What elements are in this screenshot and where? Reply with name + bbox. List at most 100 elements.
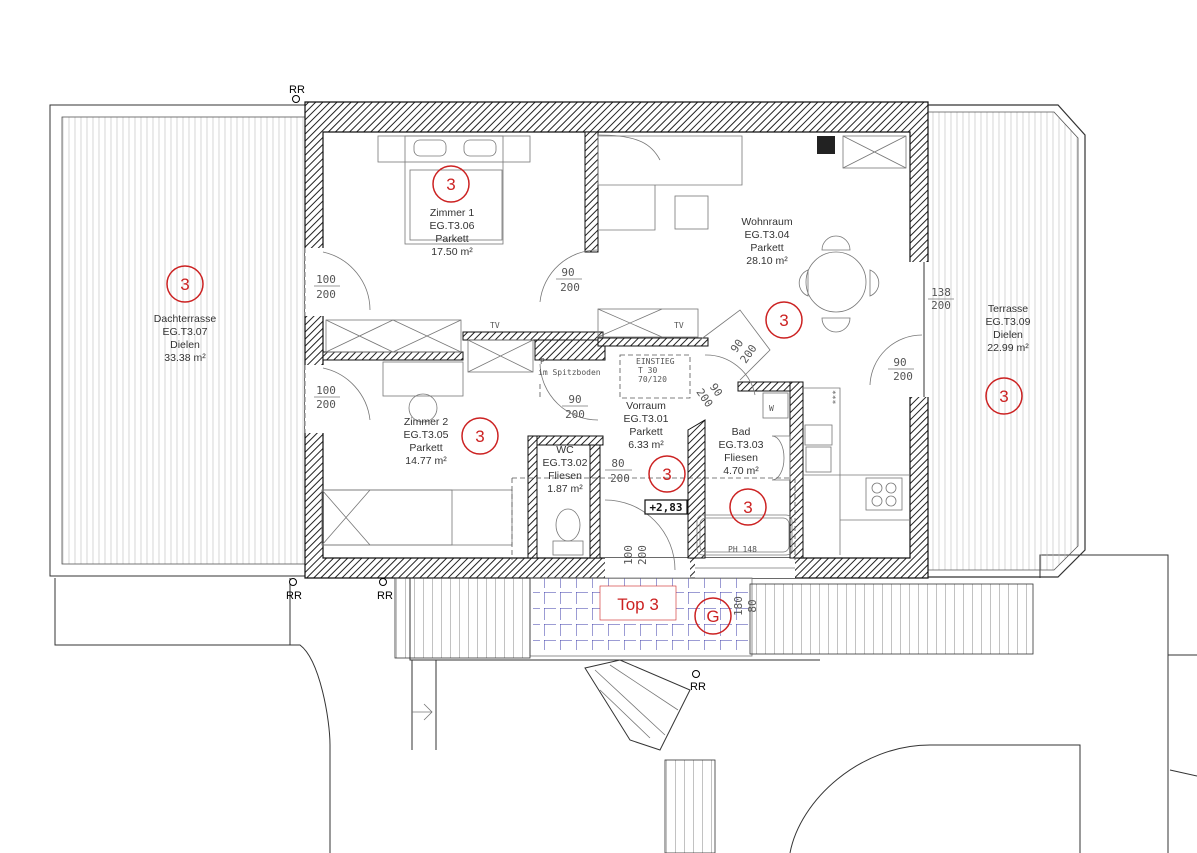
dim-height: 200	[560, 281, 580, 294]
dim-width: 100	[316, 384, 336, 397]
room-name: Vorraum	[626, 400, 666, 412]
room-name: Zimmer 2	[404, 416, 448, 428]
room-area: 4.70 m²	[723, 465, 759, 477]
svg-text:3: 3	[180, 275, 189, 294]
dim-width: 90	[561, 266, 574, 279]
svg-text:3: 3	[779, 311, 788, 330]
door-dimensions: 100 200 90 200 138 200 100 200 90 200 90…	[314, 266, 954, 616]
marker-circle: 3	[461, 417, 499, 455]
rr-label: RR	[377, 590, 393, 602]
room-code: EG.T3.07	[163, 326, 208, 338]
room-labels: Zimmer 1 EG.T3.06 Parkett 17.50 m² Wohnr…	[154, 207, 1031, 495]
room-label-wohnraum: Wohnraum EG.T3.04 Parkett 28.10 m²	[741, 216, 792, 267]
rr-label: RR	[690, 681, 706, 693]
interior-walls	[322, 131, 835, 559]
unit-label: Top 3	[617, 595, 659, 614]
dim-height: 200	[316, 398, 336, 411]
room-code: EG.T3.05	[404, 429, 449, 441]
fixture-labels: TV TV W PH 148 EINSTIEG T 30 70/120 im S…	[490, 321, 837, 554]
dim-height: 200	[931, 299, 951, 312]
terrasse-deck	[924, 104, 1086, 578]
room-label-zimmer1: Zimmer 1 EG.T3.06 Parkett 17.50 m²	[430, 207, 475, 258]
room-area: 28.10 m²	[746, 255, 788, 267]
room-floor: Dielen	[170, 339, 200, 351]
dim-height: 200	[636, 545, 649, 565]
marker-circle: 3	[765, 301, 803, 339]
dachterrasse-deck	[49, 104, 307, 577]
room-floor: Fliesen	[548, 470, 582, 482]
room-code: EG.T3.09	[986, 316, 1031, 328]
room-area: 1.87 m²	[547, 483, 583, 495]
dim-height: 200	[610, 472, 630, 485]
room-code: EG.T3.02	[543, 457, 588, 469]
ph-label: PH 148	[728, 545, 757, 554]
stove-marks: ***	[828, 390, 837, 405]
svg-text:3: 3	[446, 175, 455, 194]
room-label-wc: WC EG.T3.02 Fliesen 1.87 m²	[543, 444, 588, 495]
dim-width: 138	[931, 286, 951, 299]
spitzboden-label: im Spitzboden	[538, 368, 601, 377]
marker-circle: 3	[432, 165, 470, 203]
rr-label: RR	[286, 590, 302, 602]
tv-label: TV	[674, 321, 684, 330]
room-code: EG.T3.06	[430, 220, 475, 232]
dim-width: 90	[728, 337, 746, 355]
room-area: 33.38 m²	[164, 352, 206, 364]
room-floor: Dielen	[993, 329, 1023, 341]
entrance-tiles	[529, 577, 753, 657]
openings	[304, 248, 929, 578]
dim-height: 200	[565, 408, 585, 421]
room-floor: Parkett	[435, 233, 468, 245]
room-name: Dachterrasse	[154, 313, 217, 325]
tv-label: TV	[490, 321, 500, 330]
svg-text:3: 3	[475, 427, 484, 446]
room-label-bad: Bad EG.T3.03 Fliesen 4.70 m²	[719, 426, 764, 477]
hatch-size-label: 70/120	[638, 375, 667, 384]
room-name: Zimmer 1	[430, 207, 474, 219]
marker-circle: G	[694, 597, 732, 635]
washer-label: W	[769, 404, 774, 413]
room-label-zimmer2: Zimmer 2 EG.T3.05 Parkett 14.77 m²	[404, 416, 449, 467]
room-code: EG.T3.04	[745, 229, 790, 241]
level-value: +2,83	[649, 501, 682, 514]
room-floor: Fliesen	[724, 452, 758, 464]
marker-circle: 3	[729, 488, 767, 526]
room-name: Bad	[732, 426, 751, 438]
marker-circle: 3	[648, 455, 686, 493]
room-code: EG.T3.03	[719, 439, 764, 451]
room-name: WC	[556, 444, 574, 456]
dim-width: 90	[568, 393, 581, 406]
rr-markers: RR RR RR RR	[286, 84, 706, 693]
dim-width: 100	[316, 273, 336, 286]
dim-width: 90	[893, 356, 906, 369]
section-markers: 3 3 3 3 3 3 3 G	[166, 165, 1023, 635]
room-floor: Parkett	[629, 426, 662, 438]
room-area: 17.50 m²	[431, 246, 473, 258]
furniture	[321, 134, 910, 556]
svg-text:G: G	[706, 607, 719, 626]
room-floor: Parkett	[750, 242, 783, 254]
room-name: Terrasse	[988, 303, 1028, 315]
rr-label: RR	[289, 84, 305, 96]
dim-width: 100	[622, 545, 635, 565]
svg-text:3: 3	[662, 465, 671, 484]
level-marker: +2,83	[644, 499, 688, 515]
p-label: P	[540, 357, 545, 366]
room-name: Wohnraum	[741, 216, 792, 228]
dim-height: 80	[746, 599, 759, 612]
einstieg-label: EINSTIEG	[636, 357, 675, 366]
room-area: 22.99 m²	[987, 342, 1029, 354]
room-area: 14.77 m²	[405, 455, 447, 467]
t30-label: T 30	[638, 366, 657, 375]
dim-height: 200	[893, 370, 913, 383]
dim-height: 200	[316, 288, 336, 301]
room-label-dachterrasse: Dachterrasse EG.T3.07 Dielen 33.38 m²	[154, 313, 217, 364]
room-floor: Parkett	[409, 442, 442, 454]
stairs	[394, 577, 1034, 853]
marker-circle: 3	[166, 265, 204, 303]
dim-width: 80	[611, 457, 624, 470]
room-label-terrasse: Terrasse EG.T3.09 Dielen 22.99 m²	[986, 303, 1031, 354]
svg-text:3: 3	[743, 498, 752, 517]
dim-width: 90	[707, 381, 725, 399]
